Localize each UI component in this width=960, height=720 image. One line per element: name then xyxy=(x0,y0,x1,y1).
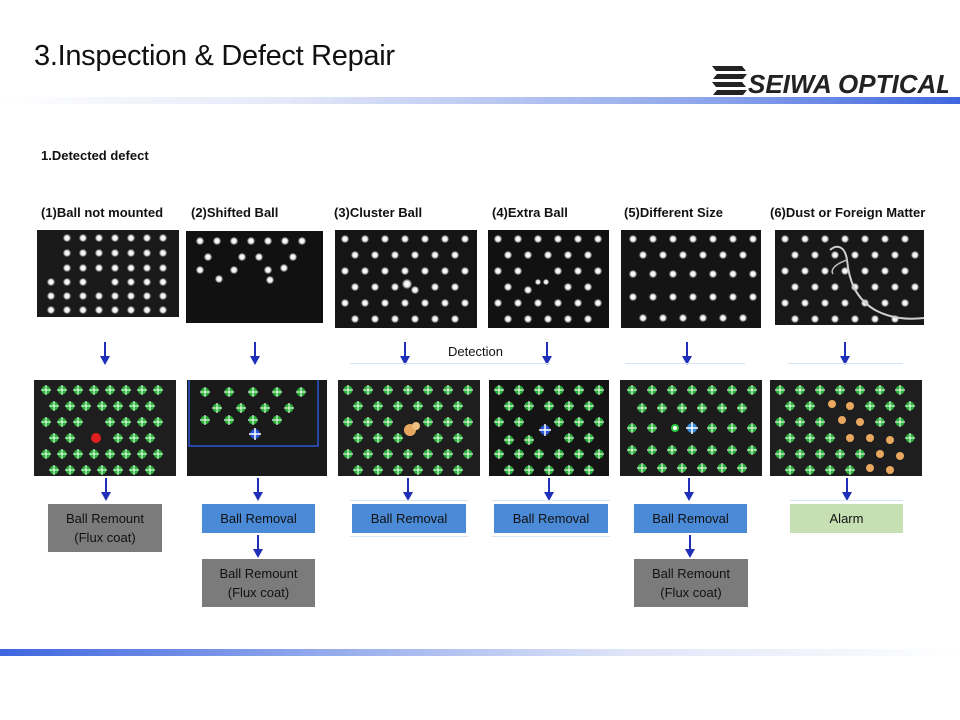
slide-title: 3.Inspection & Defect Repair xyxy=(34,40,395,72)
raw-image-dust-foreign-matter xyxy=(775,230,924,325)
missing-ball-marker xyxy=(91,433,101,443)
action-box-alarm: Alarm xyxy=(790,504,903,533)
detection-image-shifted-ball xyxy=(187,380,327,476)
divider xyxy=(492,500,610,501)
action-label: Ball Remount (Flux coat) xyxy=(65,511,145,545)
divider xyxy=(788,363,903,364)
detection-image-ball-not-mounted xyxy=(34,380,176,476)
action-box-ball-removal: Ball Removal xyxy=(202,504,315,533)
arrow-down-icon xyxy=(253,478,263,501)
action-label: Ball Removal xyxy=(220,511,297,526)
column-label-different-size: (5)Different Size xyxy=(624,205,723,220)
divider xyxy=(625,363,745,364)
detection-image-extra-ball xyxy=(489,380,609,476)
action-label: Ball Removal xyxy=(512,511,590,526)
raw-image-extra-ball xyxy=(488,230,609,328)
divider xyxy=(350,500,468,501)
arrow-down-icon xyxy=(682,342,692,365)
action-box-ball-removal: Ball Removal xyxy=(494,504,608,533)
action-label: Alarm xyxy=(829,511,864,526)
detection-label: Detection xyxy=(448,344,503,359)
arrow-down-icon xyxy=(101,478,111,501)
divider xyxy=(350,536,468,537)
action-label: Ball Removal xyxy=(652,511,729,526)
column-label-shifted-ball: (2)Shifted Ball xyxy=(191,205,279,220)
footer-accent-bar xyxy=(0,649,960,656)
divider xyxy=(350,363,550,364)
seiwa-optical-logo: SEIWA OPTICAL xyxy=(712,66,948,98)
followup-box-ball-remount: Ball Remount (Flux coat) xyxy=(634,559,748,607)
arrow-down-icon xyxy=(100,342,110,365)
arrow-down-icon xyxy=(685,535,695,558)
raw-image-different-size xyxy=(621,230,761,328)
arrow-down-icon xyxy=(253,535,263,558)
raw-image-cluster-ball xyxy=(335,230,477,328)
arrow-down-icon xyxy=(684,478,694,501)
arrow-down-icon xyxy=(400,342,410,365)
column-label-ball-not-mounted: (1)Ball not mounted xyxy=(41,205,164,220)
action-box-ball-removal: Ball Removal xyxy=(634,504,747,533)
action-box-ball-remount: Ball Remount (Flux coat) xyxy=(48,504,162,552)
raw-image-shifted-ball xyxy=(186,231,323,323)
followup-box-ball-remount: Ball Remount (Flux coat) xyxy=(202,559,315,607)
followup-label: Ball Remount (Flux coat) xyxy=(219,566,298,600)
arrow-down-icon xyxy=(842,478,852,501)
divider xyxy=(790,500,903,501)
arrow-down-icon xyxy=(544,478,554,501)
divider xyxy=(492,536,610,537)
header-accent-bar xyxy=(0,97,960,104)
detection-image-cluster-ball xyxy=(338,380,480,476)
followup-label: Ball Remount (Flux coat) xyxy=(651,566,731,600)
column-label-dust-foreign-matter: (6)Dust or Foreign Matter xyxy=(770,205,926,220)
action-box-ball-removal: Ball Removal xyxy=(352,504,466,533)
detection-image-dust-foreign-matter xyxy=(770,380,922,476)
arrow-down-icon xyxy=(250,342,260,365)
logo-text: SEIWA OPTICAL xyxy=(748,69,948,98)
arrow-down-icon xyxy=(403,478,413,501)
arrow-down-icon xyxy=(840,342,850,365)
detection-image-different-size xyxy=(620,380,762,476)
arrow-down-icon xyxy=(542,342,552,365)
action-label: Ball Removal xyxy=(370,511,448,526)
raw-image-ball-not-mounted xyxy=(37,230,179,317)
column-label-extra-ball: (4)Extra Ball xyxy=(492,205,568,220)
column-label-cluster-ball: (3)Cluster Ball xyxy=(334,205,423,220)
section-heading: 1.Detected defect xyxy=(41,148,149,163)
